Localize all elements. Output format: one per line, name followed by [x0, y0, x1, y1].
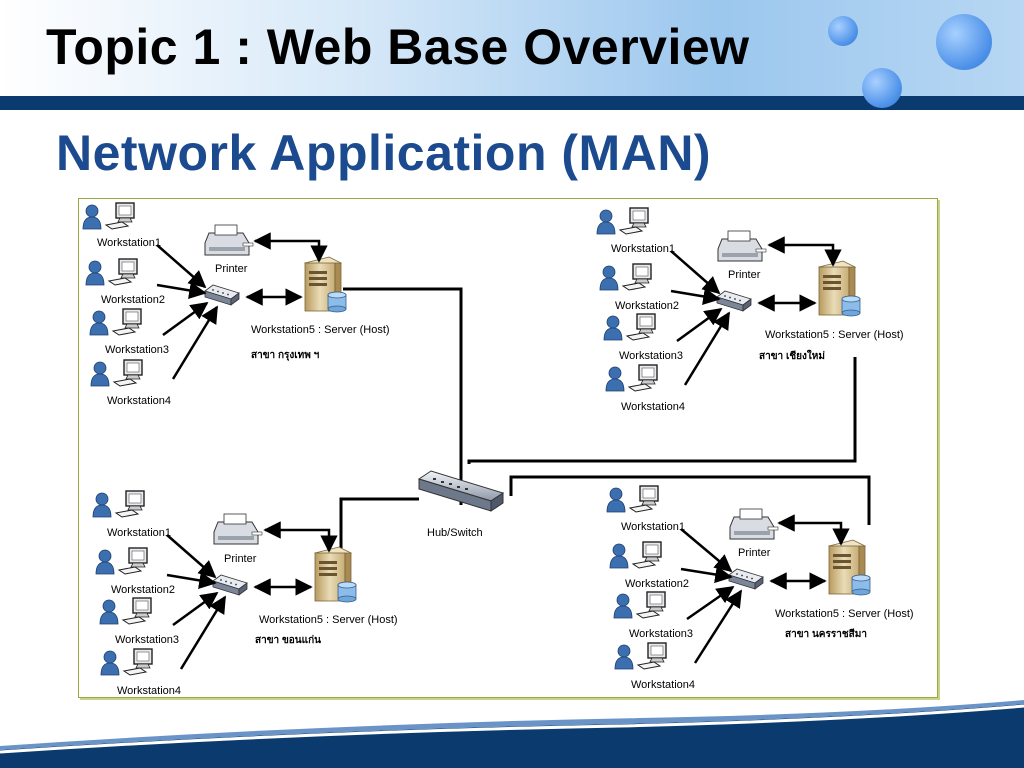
slide-title: Topic 1 : Web Base Overview — [46, 19, 750, 75]
user-computer-icon — [85, 258, 138, 286]
workstation-label: Workstation1 — [97, 237, 161, 249]
printer-icon — [729, 508, 779, 540]
server-icon — [314, 546, 357, 603]
branch-khonkaen: Workstation1 Workstation2 Workstation3 W… — [92, 490, 398, 697]
server-label: Workstation5 : Server (Host) — [765, 329, 904, 341]
link-bangkok-hub — [343, 287, 463, 505]
decorative-bubble — [828, 16, 858, 46]
server-label: Workstation5 : Server (Host) — [775, 608, 914, 620]
switch-icon — [212, 574, 248, 596]
branch-name: สาขา กรุงเทพ ฯ — [251, 350, 320, 361]
user-computer-icon — [599, 263, 652, 291]
user-computer-icon — [606, 485, 659, 513]
workstation-label: Workstation2 — [111, 584, 175, 596]
workstation-label: Workstation1 — [107, 527, 171, 539]
user-computer-icon — [92, 490, 145, 518]
workstation-label: Workstation4 — [631, 679, 695, 691]
network-diagram-canvas: Hub/Switch Workstation1 Workstation2 Wor… — [82, 202, 914, 697]
footer-wave — [0, 700, 1024, 768]
link-khonkaen-hub — [339, 497, 419, 577]
decorative-bubble — [862, 68, 902, 108]
slide-subtitle: Network Application (MAN) — [56, 125, 712, 181]
branch-bangkok: Workstation1 Workstation2 Workstation3 W… — [82, 202, 390, 407]
user-computer-icon — [605, 364, 658, 392]
workstation-label: Workstation4 — [621, 401, 685, 413]
link-chiangmai-hub — [467, 357, 857, 464]
printer-label: Printer — [738, 547, 771, 559]
workstation-label: Workstation3 — [115, 634, 179, 646]
user-computer-icon — [603, 313, 656, 341]
user-computer-icon — [99, 597, 152, 625]
switch-icon — [716, 290, 752, 312]
workstation-label: Workstation1 — [611, 243, 675, 255]
switch-icon — [728, 568, 764, 590]
user-computer-icon — [100, 648, 153, 676]
branch-chiangmai: Workstation1 Workstation2 Workstation3 W… — [596, 207, 904, 413]
server-icon — [818, 260, 861, 317]
user-computer-icon — [613, 591, 666, 619]
user-computer-icon — [82, 202, 135, 230]
printer-label: Printer — [224, 553, 257, 565]
branch-nakhonratchasima: Workstation1 Workstation2 Workstation3 W… — [606, 485, 914, 691]
printer-icon — [213, 513, 263, 545]
printer-label: Printer — [215, 263, 248, 275]
workstation-label: Workstation2 — [101, 294, 165, 306]
printer-label: Printer — [728, 269, 761, 281]
hub-label: Hub/Switch — [427, 527, 483, 539]
branch-name: สาขา เชียงใหม่ — [759, 349, 825, 362]
printer-icon — [204, 224, 254, 256]
server-icon — [828, 539, 871, 596]
user-computer-icon — [89, 308, 142, 336]
workstation-label: Workstation3 — [105, 344, 169, 356]
link-nakhonratchasima-hub — [509, 475, 871, 525]
workstation-label: Workstation2 — [625, 578, 689, 590]
branch-name: สาขา นครราชสีมา — [785, 628, 867, 640]
workstation-label: Workstation3 — [629, 628, 693, 640]
workstation-label: Workstation1 — [621, 521, 685, 533]
server-label: Workstation5 : Server (Host) — [259, 614, 398, 626]
user-computer-icon — [614, 642, 667, 670]
user-computer-icon — [95, 547, 148, 575]
network-diagram: Hub/Switch Workstation1 Workstation2 Wor… — [78, 198, 938, 698]
workstation-label: Workstation2 — [615, 300, 679, 312]
user-computer-icon — [596, 207, 649, 235]
server-icon — [304, 256, 347, 313]
server-label: Workstation5 : Server (Host) — [251, 324, 390, 336]
workstation-label: Workstation3 — [619, 350, 683, 362]
header-divider-bar — [0, 96, 1024, 110]
workstation-label: Workstation4 — [117, 685, 181, 697]
workstation-label: Workstation4 — [107, 395, 171, 407]
switch-icon — [204, 284, 240, 306]
slide-header — [0, 0, 1024, 96]
central-hub-switch — [417, 470, 505, 512]
backbone-links — [339, 287, 871, 577]
branch-name: สาขา ขอนแก่น — [255, 634, 321, 646]
printer-icon — [717, 230, 767, 262]
decorative-bubble — [936, 14, 992, 70]
user-computer-icon — [90, 359, 143, 387]
user-computer-icon — [609, 541, 662, 569]
